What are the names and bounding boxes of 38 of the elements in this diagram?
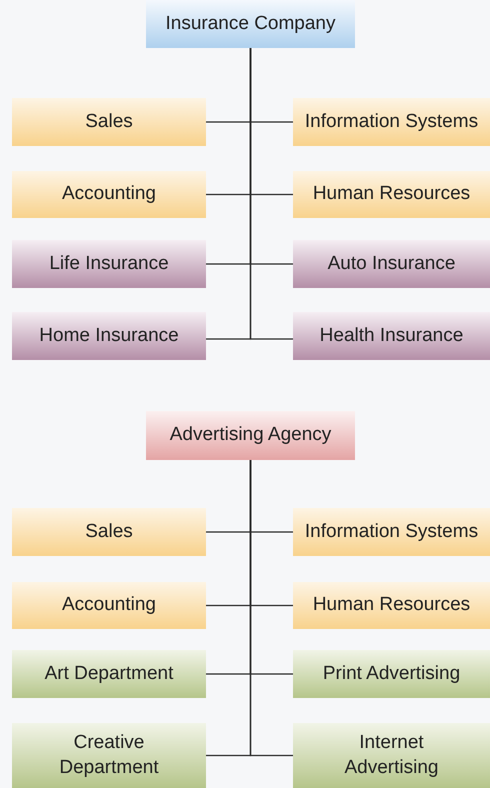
department-box (293, 240, 490, 288)
department-box (12, 171, 206, 218)
node-label: Sales (85, 110, 133, 134)
node-label: Print Advertising (322, 662, 460, 686)
department-box (12, 723, 206, 788)
node-label: Life Insurance (49, 252, 169, 276)
department-box (12, 508, 206, 556)
organization-box (146, 411, 355, 460)
node-label: Auto Insurance (328, 252, 456, 276)
node-label: Art Department (44, 662, 174, 686)
connector-line (250, 460, 293, 756)
department-box (12, 312, 206, 360)
node-label: Creative Department (58, 730, 160, 780)
node-label: Information Systems (304, 110, 478, 134)
department-box (12, 240, 206, 288)
node-label: Internet Advertising (344, 730, 440, 780)
node-label: Advertising Agency (170, 423, 332, 448)
node-label: Home Insurance (39, 324, 179, 348)
department-box (12, 582, 206, 629)
department-box (293, 723, 490, 788)
node-label: Accounting (62, 182, 156, 206)
node-label: Human Resources (312, 593, 470, 618)
department-box (293, 508, 490, 556)
department-box (293, 312, 490, 360)
node-label: Insurance Company (165, 12, 336, 36)
node-label: Accounting (62, 593, 156, 618)
node-label: Sales (85, 520, 133, 544)
department-box (12, 98, 206, 146)
department-box (293, 650, 490, 698)
connector-line (250, 48, 293, 340)
node-label: Information Systems (304, 520, 478, 544)
node-label: Human Resources (312, 182, 470, 206)
department-box (293, 98, 490, 146)
organization-box (146, 0, 355, 48)
department-box (293, 582, 490, 629)
department-box (12, 650, 206, 698)
node-label: Health Insurance (320, 324, 464, 348)
department-box (293, 171, 490, 218)
